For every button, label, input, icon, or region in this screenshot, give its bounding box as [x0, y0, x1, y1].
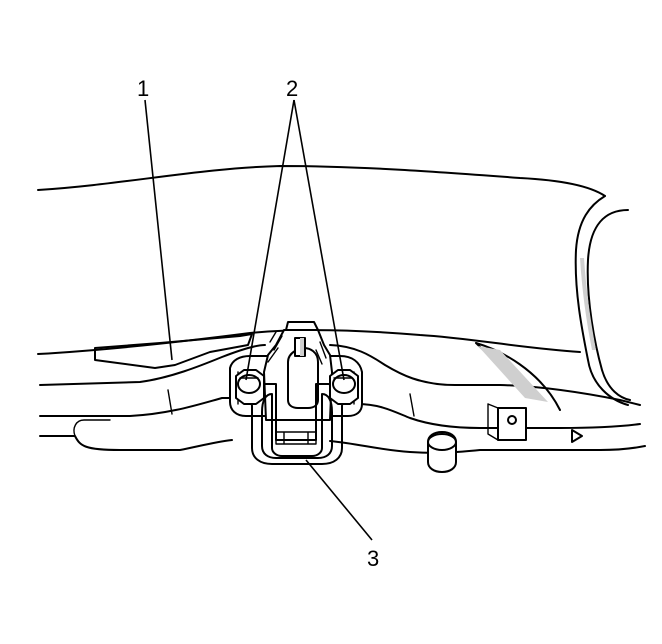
striker-base: [275, 431, 317, 445]
bolt-left: [235, 369, 265, 405]
right-flange-shade: [580, 258, 596, 350]
lower-rail-bottom-right: [329, 440, 646, 454]
leader-2-right: [293, 99, 345, 381]
latch-hook-shade: [300, 338, 304, 356]
left-rail-lip: [73, 419, 111, 437]
latch-spring-right: [315, 341, 327, 365]
lower-rail-top-right: [329, 344, 641, 406]
rail-ridge-shade: [478, 346, 548, 402]
rear-stud: [427, 431, 457, 473]
right-flange-inner: [586, 209, 631, 401]
lower-rail-front-edge: [39, 397, 233, 417]
leader-3: [305, 459, 373, 541]
callout-label-2: 2: [286, 76, 298, 101]
lower-rail-front-edge-right: [357, 403, 641, 429]
rail-notch-2: [409, 393, 415, 417]
callout-label-1: 1: [137, 76, 149, 101]
left-bracket-tab: [94, 333, 253, 369]
lower-rail-top: [39, 344, 266, 386]
leader-2-left: [245, 99, 295, 381]
leader-1: [144, 99, 173, 361]
latch-top: [285, 321, 319, 331]
callout-label-3: 3: [367, 546, 379, 571]
triangle-mark: [571, 429, 583, 443]
upper-panel-outline: [37, 165, 606, 197]
bolt-right: [329, 369, 359, 405]
latch-spring-left: [267, 331, 283, 363]
right-flange: [574, 195, 629, 406]
lower-rail-bottom: [39, 435, 233, 451]
square-tab: [487, 403, 527, 441]
rail-notch-1: [167, 389, 173, 415]
striker-loop-inner: [261, 393, 333, 459]
